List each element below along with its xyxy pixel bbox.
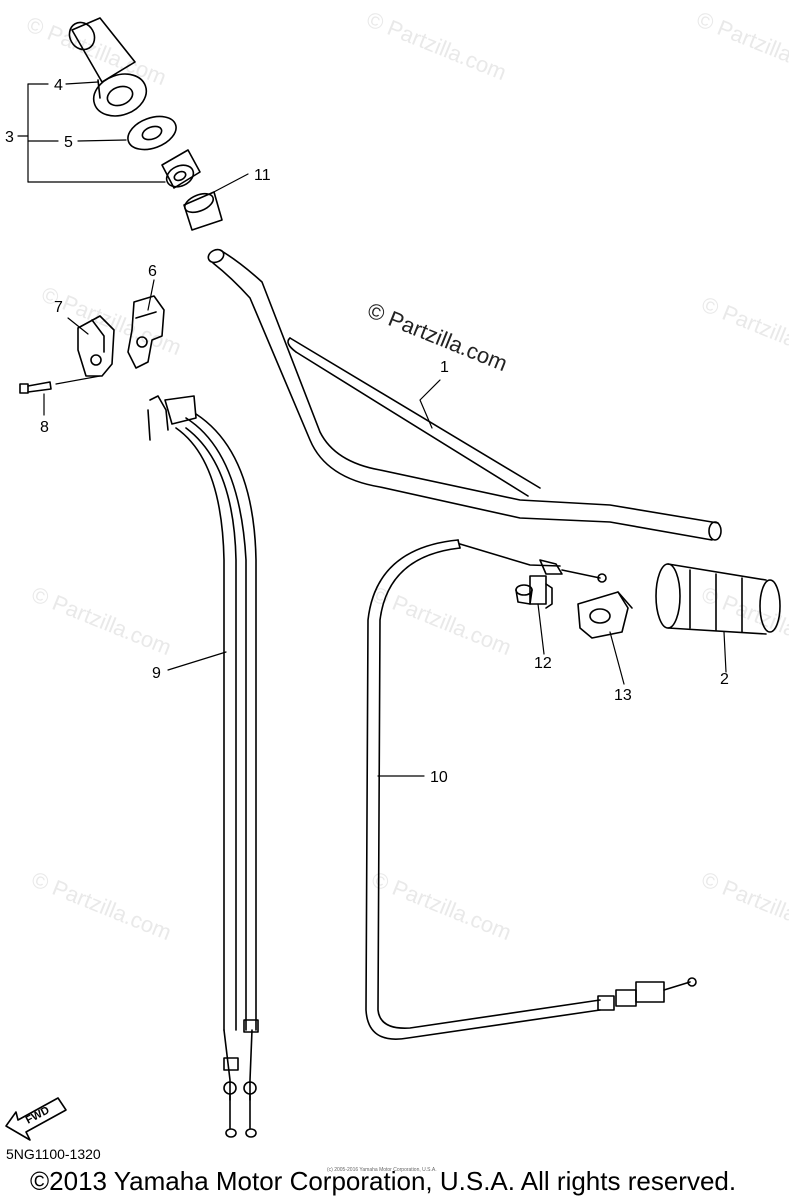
copyright-notice: ©2013 Yamaha Motor Corporation, U.S.A. A…	[30, 1166, 737, 1196]
callout-4: 4	[54, 77, 63, 94]
watermark: © Partzilla.com	[693, 6, 789, 85]
switch-housing-lower	[77, 315, 115, 377]
cable-adjuster	[515, 575, 553, 609]
callout-5: 5	[64, 134, 73, 151]
watermark: © Partzilla.com	[28, 581, 175, 660]
watermark-main: © Partzilla.com	[364, 297, 511, 376]
watermark: © Partzilla.com	[698, 291, 789, 370]
clutch-cable	[365, 539, 697, 1040]
diagram-code: 5NG1100-1320	[6, 1146, 101, 1162]
callout-6: 6	[148, 263, 157, 280]
switch-screw	[19, 381, 52, 394]
throttle-cables	[147, 395, 259, 1138]
left-grip	[68, 17, 148, 117]
throttle-washer	[127, 115, 177, 151]
watermark: © Partzilla.com	[23, 11, 170, 90]
handlebar-collar	[183, 191, 223, 231]
callout-13: 13	[614, 687, 632, 704]
fine-print: (c) 2005-2016 Yamaha Motor Corporation, …	[327, 1167, 437, 1173]
switch-housing-upper	[127, 295, 165, 369]
watermark: © Partzilla.com	[698, 866, 789, 945]
callout-10: 10	[430, 769, 448, 786]
callout-1: 1	[440, 359, 449, 376]
handlebar	[207, 248, 722, 541]
callout-7: 7	[54, 299, 63, 316]
fwd-arrow	[5, 1097, 67, 1141]
right-grip	[655, 563, 781, 635]
callout-3: 3	[5, 129, 14, 146]
watermark: © Partzilla.com	[368, 866, 515, 945]
watermark: © Partzilla.com	[698, 581, 789, 660]
callout-11: 11	[254, 167, 271, 184]
callout-12: 12	[534, 655, 552, 672]
watermark: © Partzilla.com	[28, 866, 175, 945]
watermark: © Partzilla.com	[363, 6, 510, 85]
leader-lines	[17, 81, 727, 777]
fwd-label: FWD	[24, 1104, 52, 1126]
callout-2: 2	[720, 671, 729, 688]
callout-9: 9	[152, 665, 161, 682]
callout-labels: 1 2 3 4 5 6 7 8 9 10 11 12 13	[5, 77, 729, 786]
throttle-tube	[161, 149, 201, 189]
watermark: © Partzilla.com	[368, 581, 515, 660]
callout-8: 8	[40, 419, 49, 436]
throttle-housing	[577, 591, 633, 639]
